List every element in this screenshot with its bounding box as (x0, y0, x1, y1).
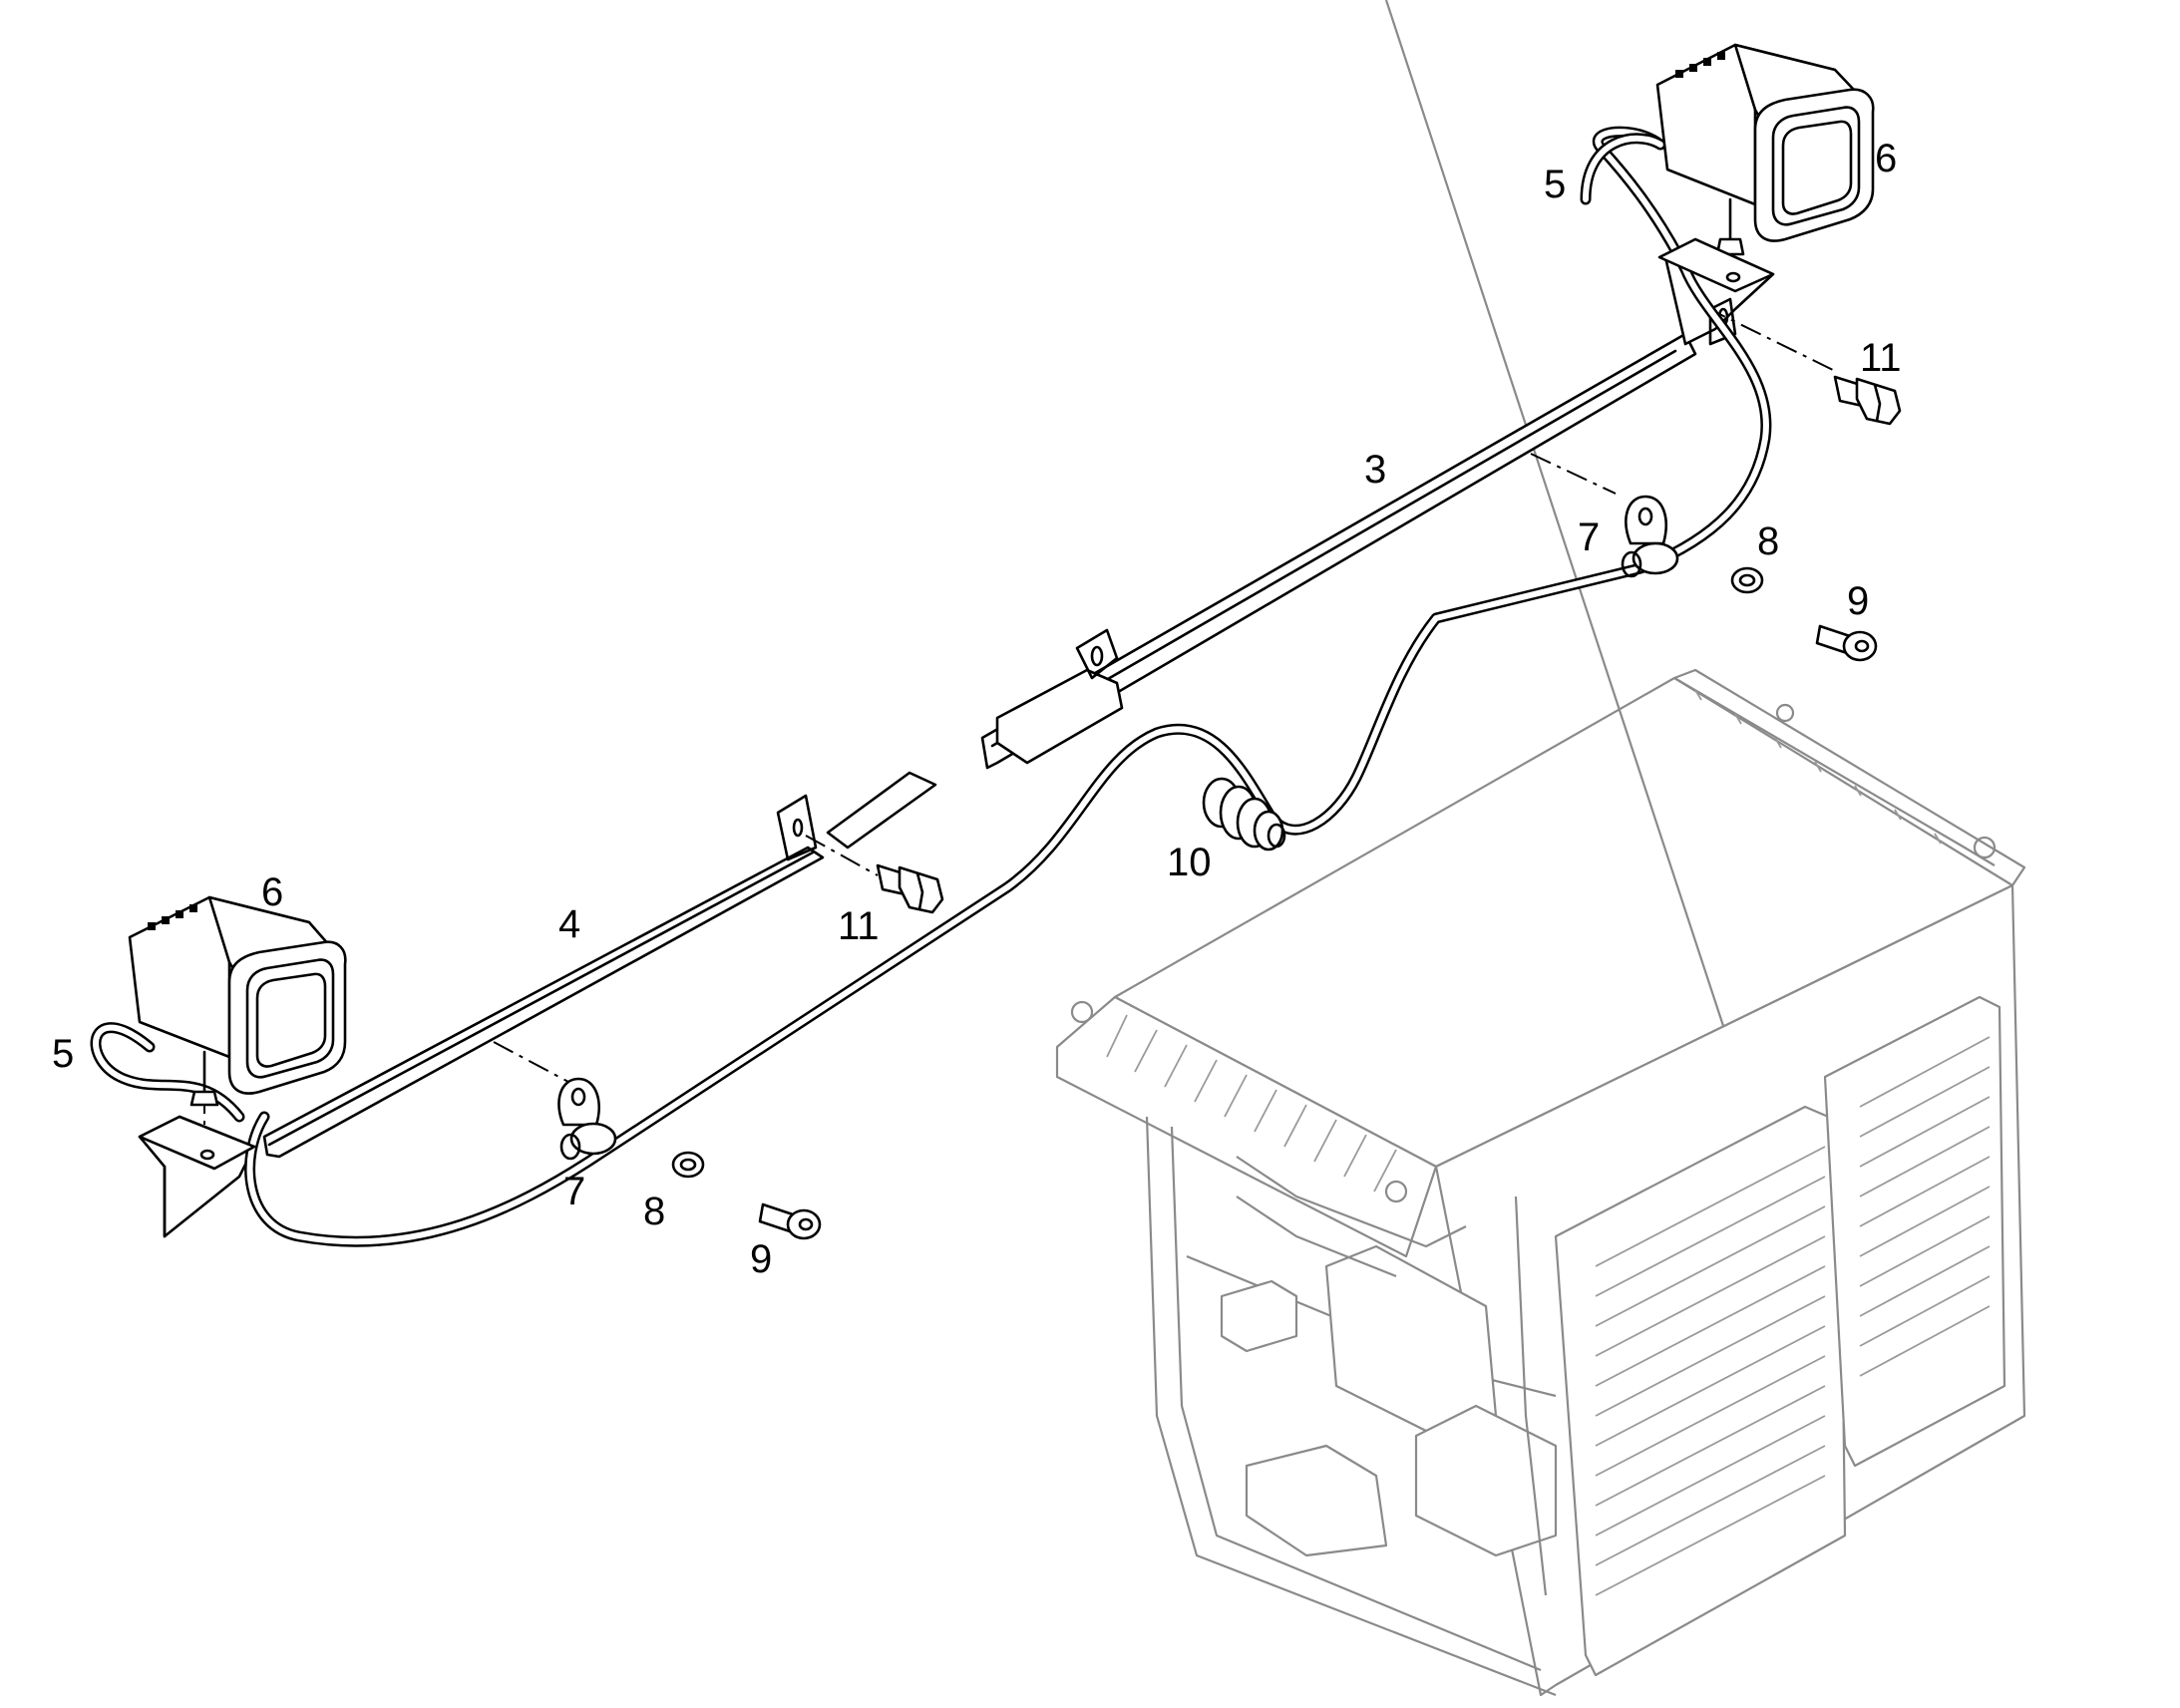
callout-washer-left: 8 (643, 1190, 665, 1233)
washer-left (671, 1151, 705, 1179)
cable-clamp-left (557, 1077, 617, 1161)
callout-bolt-right: 11 (1860, 336, 1902, 380)
callout-cable-right: 5 (1544, 163, 1566, 206)
socket-screw-left (758, 1202, 822, 1240)
cable-grommet (1202, 777, 1286, 852)
hex-bolt-left (876, 863, 944, 914)
callout-bolt-left: 11 (838, 904, 880, 948)
callout-cable-left: 5 (52, 1032, 74, 1076)
socket-screw-right (1815, 624, 1878, 662)
callout-bracket-left: 4 (558, 902, 580, 946)
callout-lamp-left: 6 (261, 870, 283, 914)
callout-clamp-right: 7 (1578, 515, 1600, 559)
callout-grommet: 10 (1167, 841, 1212, 884)
callout-bracket-right: 3 (1364, 448, 1386, 492)
callout-screw-left: 9 (750, 1237, 772, 1281)
callout-screw-right: 9 (1847, 579, 1869, 623)
callout-labels: 3 4 5 5 6 6 7 7 8 8 9 9 10 11 11 (52, 137, 1902, 1281)
cab-outline (1055, 0, 2026, 1697)
callout-lamp-right: 6 (1875, 137, 1897, 180)
washer-right (1730, 566, 1764, 594)
work-lamp-left (128, 895, 347, 1171)
hex-bolt-right (1833, 375, 1902, 426)
cable-clamp-right (1621, 495, 1679, 578)
callout-clamp-left: 7 (563, 1170, 585, 1213)
callout-washer-right: 8 (1757, 519, 1779, 563)
work-lamp-right (1655, 43, 1875, 293)
